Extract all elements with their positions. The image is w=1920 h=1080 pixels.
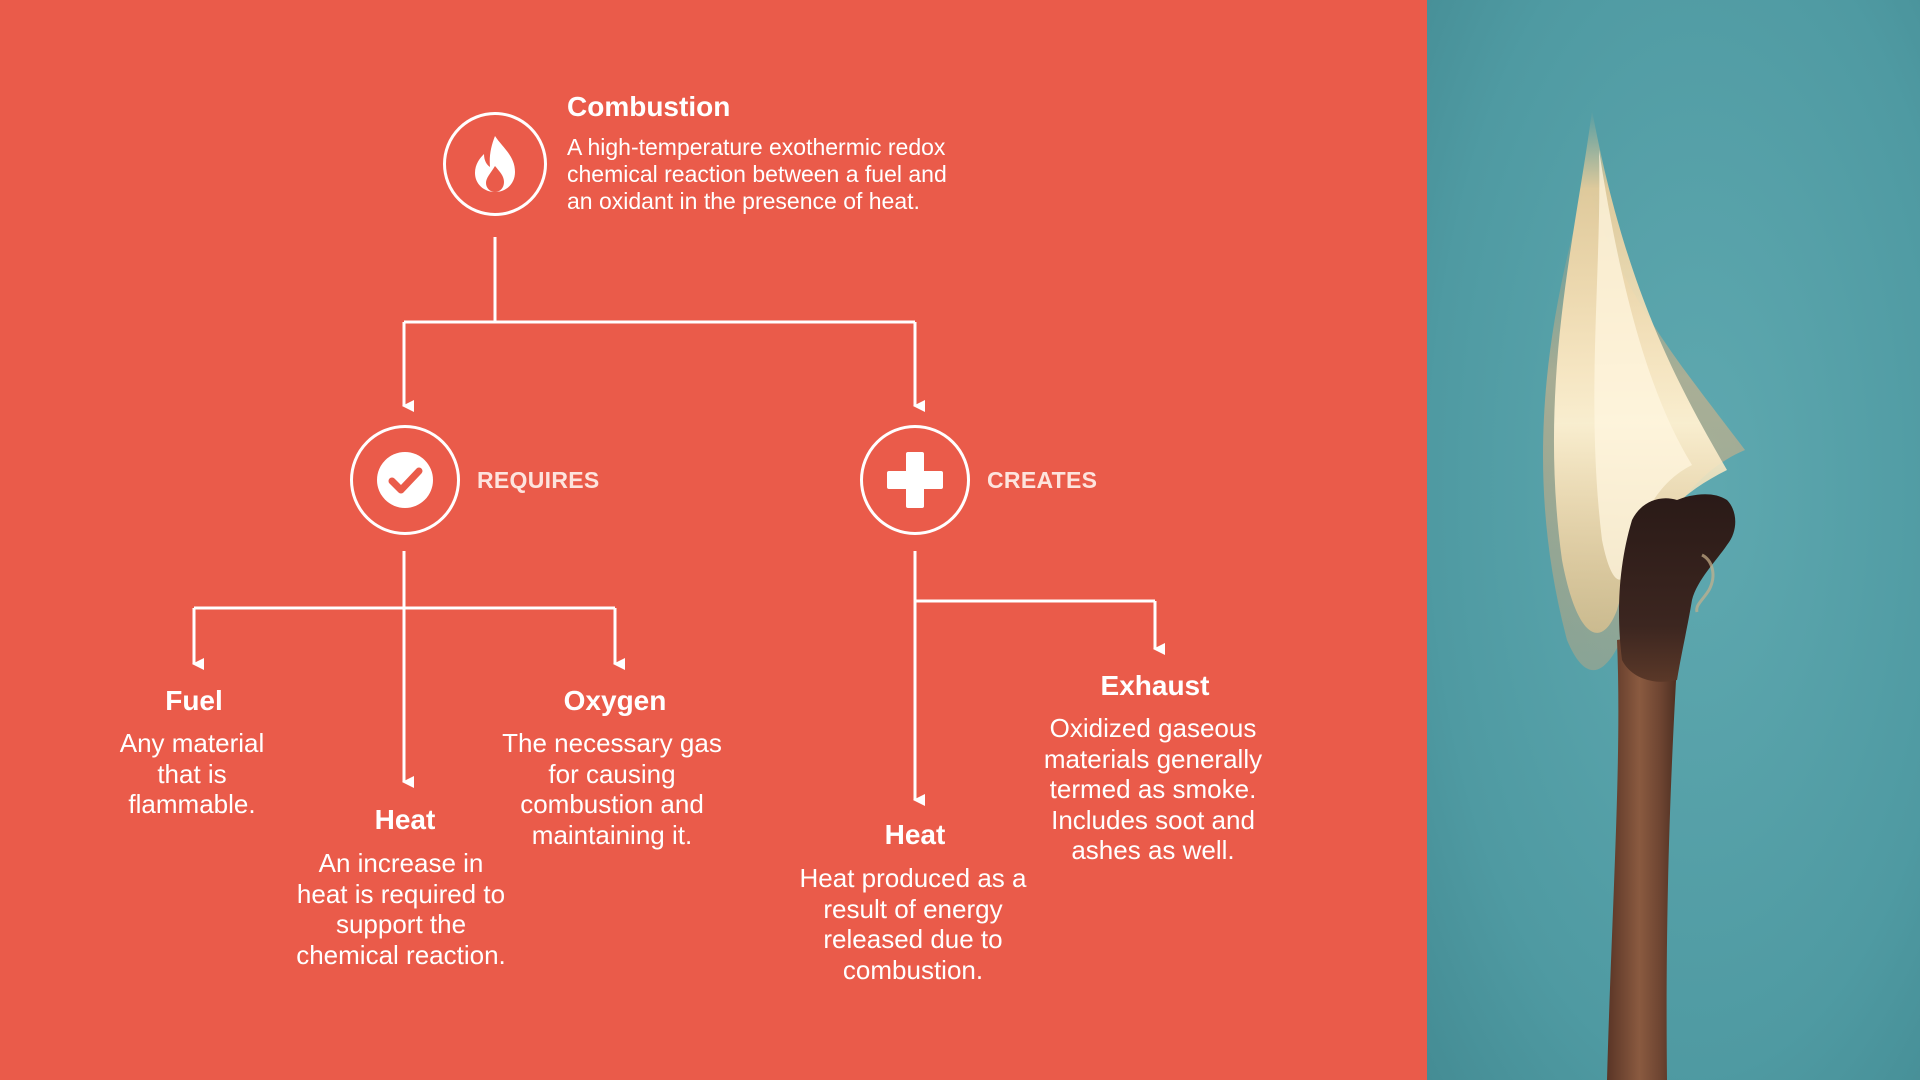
plus-icon [887, 452, 943, 508]
requires-node-circle [350, 425, 460, 535]
combustion-description: A high-temperature exothermic redox chem… [567, 134, 947, 214]
exhaust-description: Oxidized gaseous materials generally ter… [1043, 713, 1263, 865]
creates-node-circle [860, 425, 970, 535]
diagram-panel: Combustion A high-temperature exothermic… [119, 91, 1263, 985]
exhaust-title: Exhaust [1100, 670, 1210, 701]
connector-lines [192, 237, 1165, 806]
creates-label: CREATES [987, 467, 1098, 493]
burning-match-illustration [1427, 0, 1920, 1080]
requires-heat-title: Heat [374, 804, 436, 835]
combustion-node-circle [443, 112, 547, 216]
fuel-title: Fuel [165, 685, 223, 716]
creates-heat-title: Heat [884, 819, 946, 850]
combustion-title: Combustion [567, 91, 731, 122]
requires-label: REQUIRES [477, 467, 600, 493]
oxygen-title: Oxygen [563, 685, 667, 716]
oxygen-description: The necessary gas for causing combustion… [502, 728, 722, 850]
requires-heat-description: An increase in heat is required to suppo… [296, 848, 506, 970]
checkmark-icon [377, 452, 433, 508]
burning-match-image [1427, 0, 1920, 1080]
flame-icon [475, 136, 515, 192]
fuel-description: Any material that is flammable. [119, 728, 265, 819]
creates-heat-description: Heat produced as a result of energy rele… [799, 863, 1027, 985]
